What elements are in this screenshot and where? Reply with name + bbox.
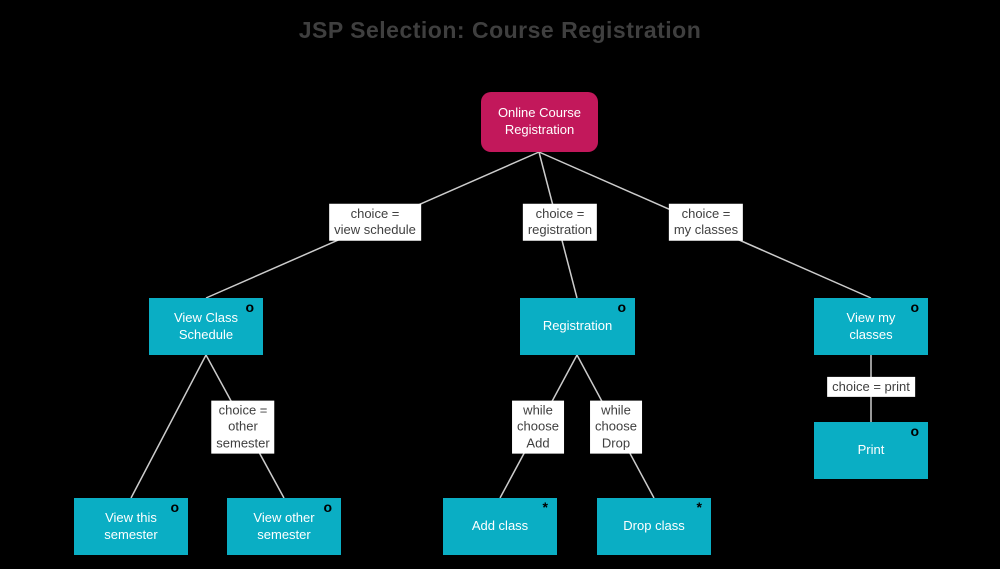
node-online-course-registration[interactable]: Online Course Registration bbox=[481, 92, 598, 152]
node-view-my-classes[interactable]: View my classes o bbox=[814, 298, 928, 355]
node-label: Online Course Registration bbox=[497, 105, 582, 137]
node-print[interactable]: Print o bbox=[814, 422, 928, 479]
node-label: View my classes bbox=[846, 309, 896, 342]
edge-label-while-choose-add: while choose Add bbox=[512, 400, 564, 454]
node-label: View other semester bbox=[253, 509, 315, 542]
node-view-this-semester[interactable]: View this semester o bbox=[74, 498, 188, 555]
node-label: View Class Schedule bbox=[173, 309, 239, 342]
edge-label-choice-print: choice = print bbox=[827, 376, 915, 398]
selection-marker: o bbox=[323, 499, 332, 515]
node-label: Add class bbox=[471, 518, 529, 534]
node-label: Drop class bbox=[623, 518, 685, 534]
selection-marker: o bbox=[910, 423, 919, 439]
node-label: Print bbox=[857, 442, 885, 458]
selection-marker: * bbox=[696, 499, 702, 515]
diagram-title: JSP Selection: Course Registration bbox=[298, 17, 702, 43]
edge-vcs-to-view-this-semester bbox=[130, 354, 207, 499]
edge-label-choice-view-schedule: choice = view schedule bbox=[329, 203, 421, 241]
edge-label-choice-other-semester: choice = other semester bbox=[211, 400, 275, 454]
edge-label-choice-my-classes: choice = my classes bbox=[668, 203, 744, 241]
node-view-class-schedule[interactable]: View Class Schedule o bbox=[149, 298, 263, 355]
node-registration[interactable]: Registration o bbox=[520, 298, 635, 355]
selection-marker: o bbox=[245, 299, 254, 315]
selection-marker: * bbox=[542, 499, 548, 515]
node-drop-class[interactable]: Drop class * bbox=[597, 498, 711, 555]
selection-marker: o bbox=[617, 299, 626, 315]
node-add-class[interactable]: Add class * bbox=[443, 498, 557, 555]
edge-label-while-choose-drop: while choose Drop bbox=[590, 400, 642, 454]
node-label: View this semester bbox=[104, 509, 158, 542]
node-label: Registration bbox=[542, 318, 613, 334]
node-view-other-semester[interactable]: View other semester o bbox=[227, 498, 341, 555]
selection-marker: o bbox=[910, 299, 919, 315]
selection-marker: o bbox=[170, 499, 179, 515]
edge-label-choice-registration: choice = registration bbox=[522, 203, 598, 241]
